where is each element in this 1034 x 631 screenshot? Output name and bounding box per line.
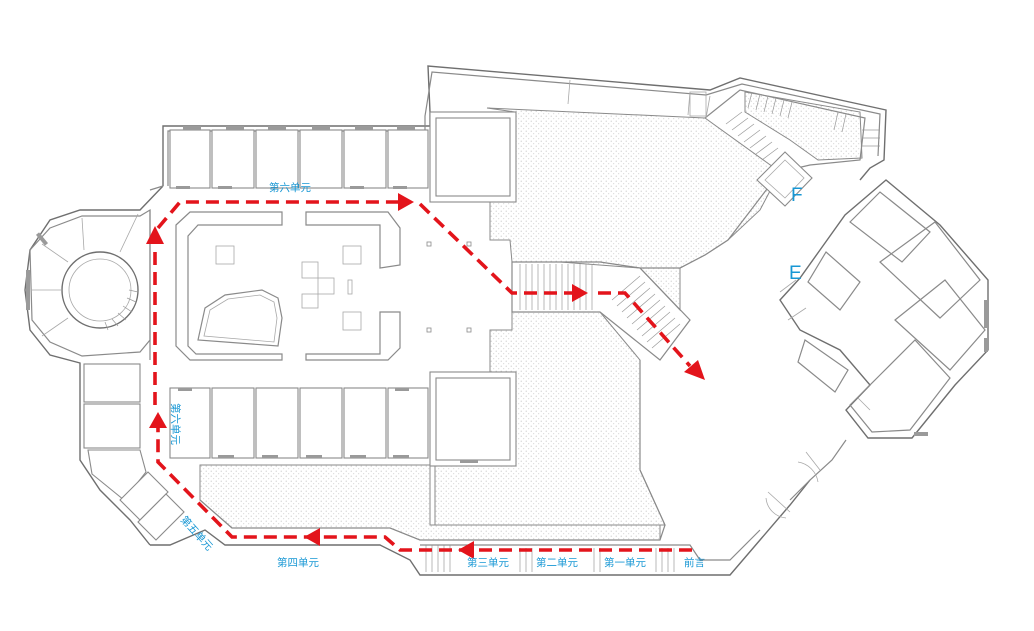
- ne-wing: [567, 79, 880, 207]
- label-unit6-left: 第六单元: [169, 403, 182, 445]
- central-hall: [175, 211, 472, 361]
- label-unit3: 第三单元: [467, 556, 509, 569]
- east-wing: [765, 179, 989, 519]
- courtyard-areas: [199, 91, 863, 541]
- marker-e: E: [789, 263, 802, 284]
- label-preface: 前言: [684, 556, 705, 569]
- label-unit4: 第四单元: [277, 556, 319, 569]
- route-north-segment: [156, 200, 400, 230]
- north-rooms: [169, 111, 517, 203]
- outer-walls: [24, 65, 887, 576]
- route-east-segment: [598, 291, 692, 368]
- arrow-right-stairs: [572, 284, 588, 302]
- visit-route: [146, 193, 705, 559]
- west-wing: [26, 185, 185, 541]
- outer-wall-north: [162, 65, 887, 186]
- outer-wall-south-inner: [199, 499, 666, 541]
- upper-courtyard: [486, 107, 781, 312]
- arrow-up-left-low: [149, 412, 167, 428]
- arrow-down-right-exit: [684, 360, 705, 380]
- arrow-west-south: [458, 541, 474, 559]
- route-diagonal-segment: [418, 202, 572, 295]
- ne-courtyard: [744, 91, 863, 161]
- arrow-up-left-high: [146, 226, 164, 244]
- arrow-west-gallery: [304, 528, 320, 546]
- central-stairs: [511, 171, 781, 526]
- arrow-right-north: [398, 193, 414, 211]
- label-unit2: 第二单元: [536, 556, 578, 569]
- labels: 第六单元 第六单元 第五单元 第四单元 第三单元 第二单元 第一单元 前言 F …: [169, 181, 803, 569]
- outer-wall-west: [24, 185, 164, 546]
- label-unit1: 第一单元: [604, 556, 646, 569]
- marker-f: F: [791, 185, 803, 206]
- label-unit6-top: 第六单元: [269, 181, 311, 194]
- south-rooms: [169, 371, 517, 467]
- outer-wall-south: [150, 479, 811, 576]
